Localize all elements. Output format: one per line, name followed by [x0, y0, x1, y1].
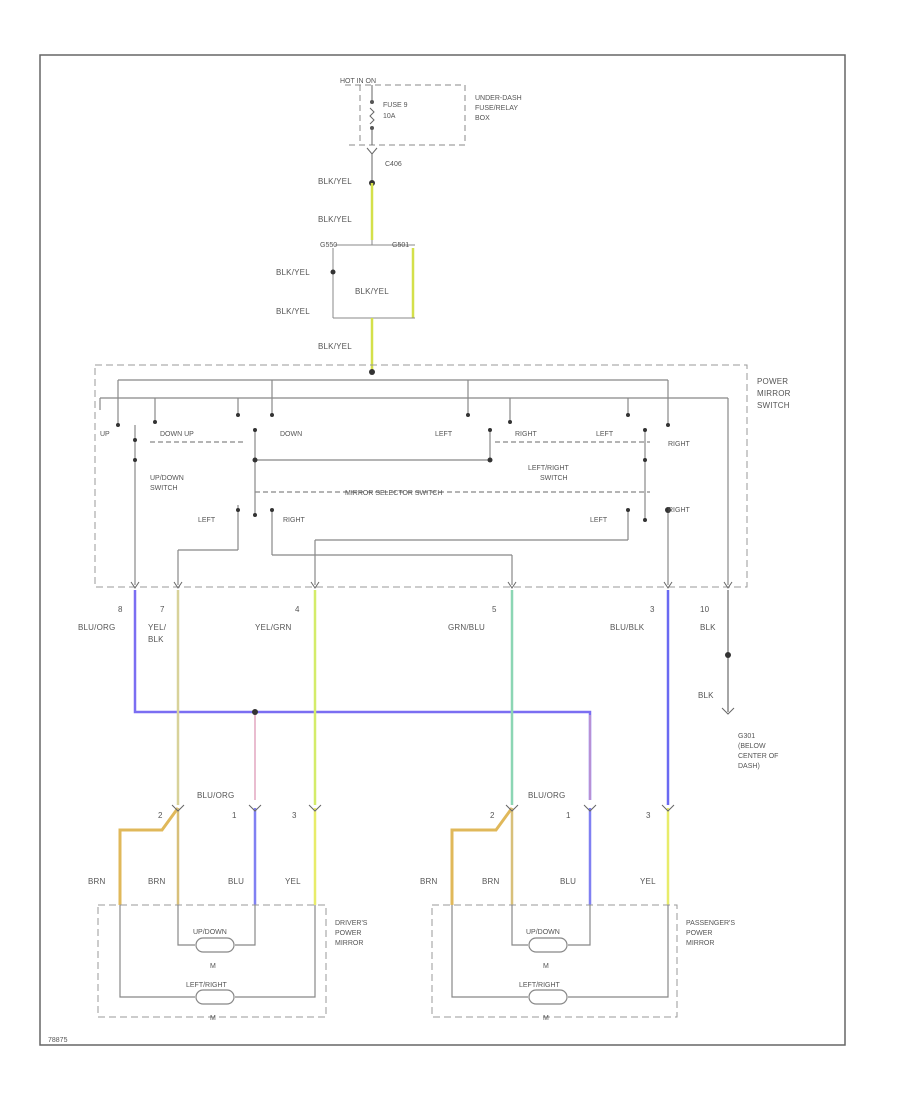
pin-8-color: BLU/ORG [78, 623, 115, 632]
switch-label-down: DOWN [280, 431, 302, 438]
switch-label-left-low2: LEFT [590, 517, 608, 524]
pin-7-color-1: YEL/ [148, 623, 167, 632]
passenger-wire-yel: YEL [640, 877, 656, 886]
wire-label-junction-left-bottom: BLK/YEL [276, 307, 310, 316]
passenger-pin-1: 1 [566, 811, 571, 820]
wire-label-feed-2: BLK/YEL [318, 215, 352, 224]
driver-pin-2: 2 [158, 811, 163, 820]
switch-contacts [116, 413, 671, 522]
switch-title-2: MIRROR [757, 389, 791, 398]
updown-switch-label-2: SWITCH [150, 485, 178, 492]
passenger-title-3: MIRROR [686, 940, 714, 947]
wire-label-feed-switch: BLK/YEL [318, 342, 352, 351]
driver-mirror-motors [119, 905, 316, 1005]
passenger-wire-blu: BLU [560, 877, 576, 886]
junction-label-right: G501 [392, 242, 409, 249]
switch-label-right-side: RIGHT [668, 441, 691, 448]
ground-label-4: DASH) [738, 763, 760, 770]
passenger-motor-m1: M [543, 963, 549, 970]
switch-label-right-low: RIGHT [283, 517, 306, 524]
pin-4-num: 4 [295, 605, 300, 614]
passenger-motor-leftright: LEFT/RIGHT [519, 982, 561, 989]
switch-label-left-low: LEFT [198, 517, 216, 524]
switch-label-up: UP [100, 431, 110, 438]
wire-junction [330, 240, 415, 375]
pin-5-num: 5 [492, 605, 497, 614]
switch-title-3: SWITCH [757, 401, 790, 410]
passenger-motor-m2: M [543, 1015, 549, 1022]
fuse-box-label-2: FUSE/RELAY [475, 105, 518, 112]
driver-mirror-wiring [118, 804, 322, 905]
switch-label-left-top: LEFT [435, 431, 453, 438]
driver-motor-m2: M [210, 1015, 216, 1022]
pin-7-num: 7 [160, 605, 165, 614]
pin-3-num: 3 [650, 605, 655, 614]
driver-pin-1: 1 [232, 811, 237, 820]
passenger-wire-brn-1: BRN [420, 877, 438, 886]
pin-8-num: 8 [118, 605, 123, 614]
leftright-switch-label-1: LEFT/RIGHT [528, 465, 570, 472]
switch-label-right-low2: RIGHT [668, 507, 691, 514]
passenger-motor-updown: UP/DOWN [526, 929, 560, 936]
switch-label-right-top: RIGHT [515, 431, 538, 438]
ground-label-3: CENTER OF [738, 753, 778, 760]
pin-3-color: BLU/BLK [610, 623, 645, 632]
fuse-source: HOT IN ON [340, 78, 376, 85]
driver-motor-leftright: LEFT/RIGHT [186, 982, 228, 989]
switch-internal-wiring [99, 379, 729, 585]
driver-motor-m1: M [210, 963, 216, 970]
driver-wire-blu: BLU [228, 877, 244, 886]
fuse-box-label-3: BOX [475, 115, 490, 122]
passenger-mirror-motors [451, 905, 669, 1005]
fuse-box [345, 84, 466, 186]
junction-label-left: G550 [320, 242, 337, 249]
diagram-frame [39, 54, 846, 1046]
passenger-title-2: POWER [686, 930, 712, 937]
passenger-mirror-wiring [450, 804, 675, 905]
driver-wire-brn-1: BRN [88, 877, 106, 886]
driver-wire-brn-2: BRN [148, 877, 166, 886]
driver-wire-top: BLU/ORG [197, 791, 234, 800]
wire-label-junction-right: BLK/YEL [355, 287, 389, 296]
driver-title-3: MIRROR [335, 940, 363, 947]
wire-label-junction-left-top: BLK/YEL [276, 268, 310, 277]
passenger-pin-2: 2 [490, 811, 495, 820]
ground-wire-label: BLK [698, 691, 714, 700]
pin-7-color-2: BLK [148, 635, 164, 644]
mirror-selector-label: MIRROR SELECTOR SWITCH [345, 490, 443, 497]
driver-wire-yel: YEL [285, 877, 301, 886]
fuse-rating: 10A [383, 113, 396, 120]
switch-label-left-top2: LEFT [596, 431, 614, 438]
fuse-connector: C406 [385, 161, 402, 168]
fuse-name: FUSE 9 [383, 102, 408, 109]
passenger-title-1: PASSENGER'S [686, 920, 735, 927]
pin-5-color: GRN/BLU [448, 623, 485, 632]
updown-switch-label-1: UP/DOWN [150, 475, 184, 482]
passenger-wire-top: BLU/ORG [528, 791, 565, 800]
driver-title-1: DRIVER'S [335, 920, 368, 927]
passenger-wire-brn-2: BRN [482, 877, 500, 886]
leftright-switch-label-2: SWITCH [540, 475, 568, 482]
passenger-pin-3: 3 [646, 811, 651, 820]
passenger-mirror-box [431, 904, 678, 1018]
pin-4-color: YEL/GRN [255, 623, 292, 632]
harness-wires [133, 590, 729, 805]
fuse-box-label-1: UNDER-DASH [475, 95, 522, 102]
ground-label-1: G301 [738, 733, 755, 740]
power-mirror-switch-box [94, 364, 748, 588]
driver-motor-updown: UP/DOWN [193, 929, 227, 936]
wire-label-feed-1: BLK/YEL [318, 177, 352, 186]
pin-10-num: 10 [700, 605, 710, 614]
switch-connector-pins [130, 581, 733, 589]
diagram-footer-id: 78875 [48, 1037, 68, 1044]
switch-label-down-up: DOWN UP [160, 431, 194, 438]
driver-mirror-box [97, 904, 327, 1018]
switch-title-1: POWER [757, 377, 788, 386]
driver-title-2: POWER [335, 930, 361, 937]
driver-pin-3: 3 [292, 811, 297, 820]
ground-label-2: (BELOW [738, 743, 766, 750]
pin-10-color: BLK [700, 623, 716, 632]
